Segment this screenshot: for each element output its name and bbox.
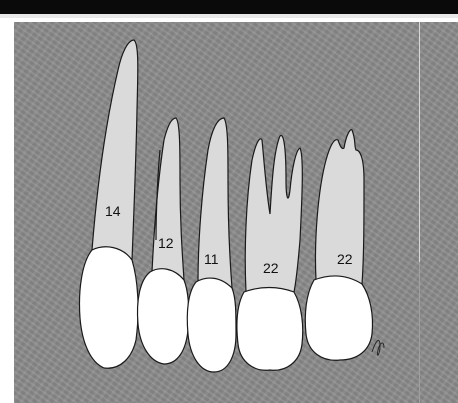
tooth-22-a-crown [237, 288, 303, 371]
tooth-14-label: 14 [105, 203, 121, 219]
tooth-14-crown [80, 247, 139, 368]
tooth-22-b-crown [305, 276, 372, 360]
tooth-12: 12 [138, 118, 189, 364]
tooth-22-b: 22 [305, 130, 372, 361]
tooth-22-a-label: 22 [263, 260, 279, 276]
tooth-11: 11 [187, 118, 236, 372]
tooth-14-root [92, 40, 138, 260]
tooth-22-a: 22 [237, 135, 303, 370]
tooth-22-b-label: 22 [337, 251, 353, 267]
tooth-14: 14 [80, 40, 139, 368]
tooth-11-label: 11 [204, 251, 219, 267]
tooth-11-crown [187, 278, 236, 372]
tooth-12-crown [138, 269, 189, 364]
artist-signature [372, 340, 384, 355]
tooth-12-label: 12 [158, 235, 174, 251]
